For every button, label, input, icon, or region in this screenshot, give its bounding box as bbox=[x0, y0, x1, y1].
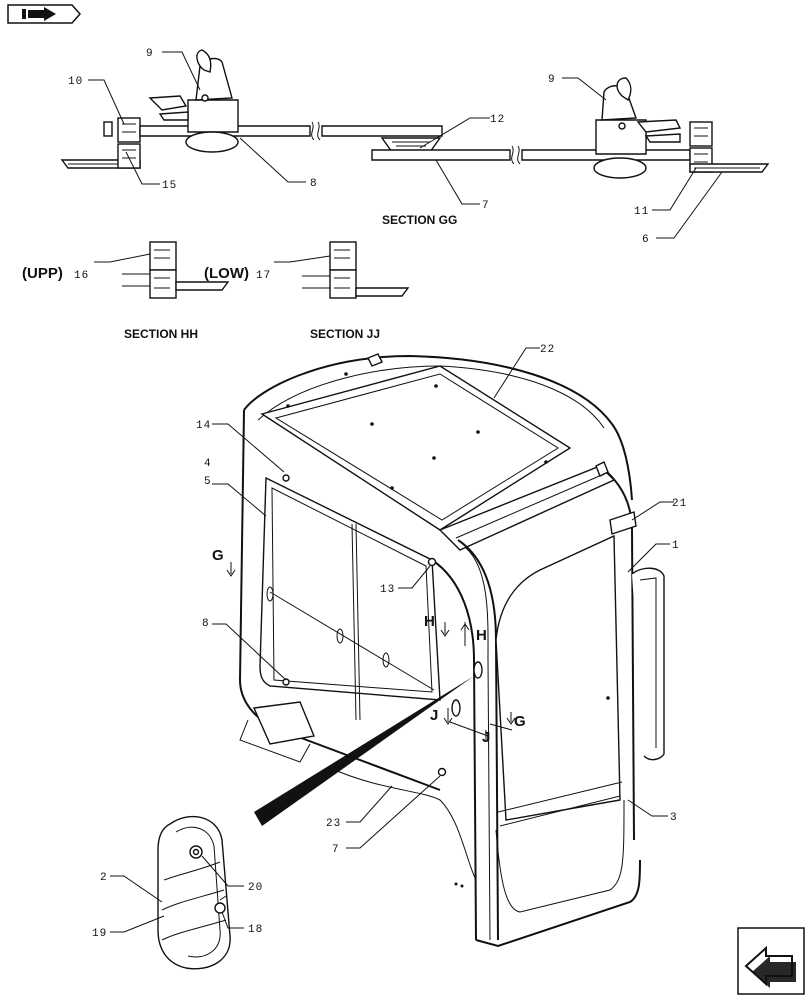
callout-12: 12 bbox=[490, 114, 505, 126]
latch-right bbox=[593, 77, 682, 179]
section-jj-title: SECTION JJ bbox=[310, 327, 380, 341]
upp-label: (UPP) bbox=[22, 265, 63, 282]
callout-3: 3 bbox=[670, 812, 678, 824]
section-marker-h-right: H bbox=[476, 627, 487, 644]
callout-15: 15 bbox=[162, 180, 177, 192]
section-marker-h-left: H bbox=[424, 613, 435, 630]
section-hh-drawing bbox=[94, 241, 230, 299]
callout-13: 13 bbox=[380, 584, 395, 596]
mirror-detail-pointer bbox=[254, 676, 474, 826]
callout-22: 22 bbox=[540, 344, 555, 356]
back-arrow-icon[interactable] bbox=[7, 4, 82, 24]
callout-9-right: 9 bbox=[548, 74, 556, 86]
callout-18: 18 bbox=[248, 924, 263, 936]
section-gg-drawing bbox=[60, 49, 770, 179]
callout-21: 21 bbox=[672, 498, 687, 510]
callout-14: 14 bbox=[196, 420, 211, 432]
low-label: (LOW) bbox=[204, 265, 249, 282]
section-gg-title: SECTION GG bbox=[382, 213, 457, 227]
section-marker-j-left: J bbox=[430, 707, 438, 724]
callout-16: 16 bbox=[74, 270, 89, 282]
callout-4: 4 bbox=[204, 458, 212, 470]
callout-6: 6 bbox=[642, 234, 650, 246]
callout-7-top: 7 bbox=[482, 200, 490, 212]
callout-17: 17 bbox=[256, 270, 271, 282]
section-marker-g-right: G bbox=[514, 713, 526, 730]
callout-9-left: 9 bbox=[146, 48, 154, 60]
callout-11: 11 bbox=[634, 206, 649, 218]
next-page-arrow-icon[interactable] bbox=[737, 927, 805, 995]
section-jj-drawing bbox=[274, 241, 410, 299]
cab-body bbox=[238, 353, 665, 948]
callout-2: 2 bbox=[100, 872, 108, 884]
latch-left bbox=[148, 49, 239, 153]
section-hh-title: SECTION HH bbox=[124, 327, 198, 341]
section-cut-markers bbox=[226, 562, 516, 740]
callout-8-top: 8 bbox=[310, 178, 318, 190]
callout-5: 5 bbox=[204, 476, 212, 488]
section-gg-leaders bbox=[88, 51, 723, 239]
rear-view-mirror-detail bbox=[157, 815, 231, 970]
callout-10: 10 bbox=[68, 76, 83, 88]
section-marker-g-left: G bbox=[212, 547, 224, 564]
callout-19: 19 bbox=[92, 928, 107, 940]
callout-8-main: 8 bbox=[202, 618, 210, 630]
section-marker-j-right: J bbox=[482, 729, 490, 746]
main-view-leaders bbox=[110, 347, 674, 933]
callout-23: 23 bbox=[326, 818, 341, 830]
callout-20: 20 bbox=[248, 882, 263, 894]
callout-7-main: 7 bbox=[332, 844, 340, 856]
callout-1: 1 bbox=[672, 540, 680, 552]
